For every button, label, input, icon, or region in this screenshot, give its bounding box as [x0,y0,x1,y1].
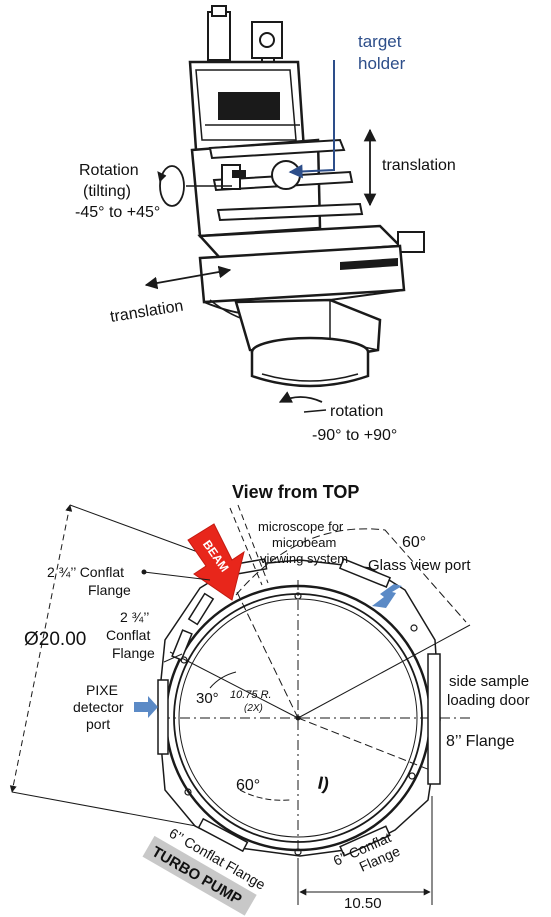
pixe-line2: detector [73,699,124,715]
conflat-flange-1-callout: 2 ¾’’ Conflat Flange [47,564,211,598]
pixe-line1: PIXE [86,682,118,698]
vertical-translation-callout: translation [363,128,456,207]
conflat-flange-1-line2: Flange [88,582,131,598]
pixe-line3: port [86,716,110,732]
side-door-line2: loading door [447,692,530,709]
tilting-range-label: -45° to +45° [75,204,160,221]
radius-label-2: (2X) [244,703,263,714]
base-rotation-range-label: -90° to +90° [312,427,397,444]
angle-top-label: 60° [402,534,426,551]
beam-arrow: BEAM [187,523,245,601]
chamber-drawing [157,528,471,860]
dimension-10-50: 10.50 [297,796,433,912]
microscope-callout: microscope for microbeam viewing system [229,504,348,586]
rotation-label: Rotation [79,162,139,179]
glass-view-port-label: Glass view port [368,557,471,574]
microscope-label-3: viewing system [260,551,348,566]
tilting-rotation-callout: Rotation (tilting) -45° to +45° [75,162,232,221]
diameter-dimension: Ø20.00 [9,504,237,827]
view-title: View from TOP [232,482,359,502]
conflat-flange-2-callout: 2 ¾’’ Conflat Flange [106,609,183,663]
holder-label: holder [358,54,406,73]
angle-30-label: 30° [196,690,219,707]
diameter-label: Ø20.00 [24,629,86,650]
target-label: target [358,32,402,51]
translation-horizontal-label: translation [109,298,185,326]
microscope-label-2: microbeam [272,535,336,550]
conflat-flange-2-line3: Flange [112,645,155,661]
tilting-label: (tilting) [83,183,131,200]
translation-vertical-label: translation [382,157,456,174]
glass-view-port-callout: Glass view port [368,557,471,608]
side-door-line1: side sample [449,673,529,690]
conflat-flange-2-line2: Conflat [106,627,150,643]
base-rotation-callout: rotation -90° to +90° [278,391,397,444]
conflat-flange-2-line1: 2 ¾’’ [120,609,149,625]
conflat-flange-1-line1: 2 ¾’’ Conflat [47,564,124,580]
center-mark: I) [316,773,331,795]
target-holder-callout: target holder [288,32,406,179]
base-rotation-label: rotation [330,403,383,420]
angle-60-label: 60° [236,777,260,794]
dim-10-50-label: 10.50 [344,895,382,912]
microscope-label-1: microscope for [258,519,344,534]
flange-8-label: 8’’ Flange [446,733,515,750]
radius-label-1: 10.75 R. [230,689,272,701]
goniometer-drawing [188,5,425,388]
pixe-callout: PIXE detector port [73,682,158,732]
